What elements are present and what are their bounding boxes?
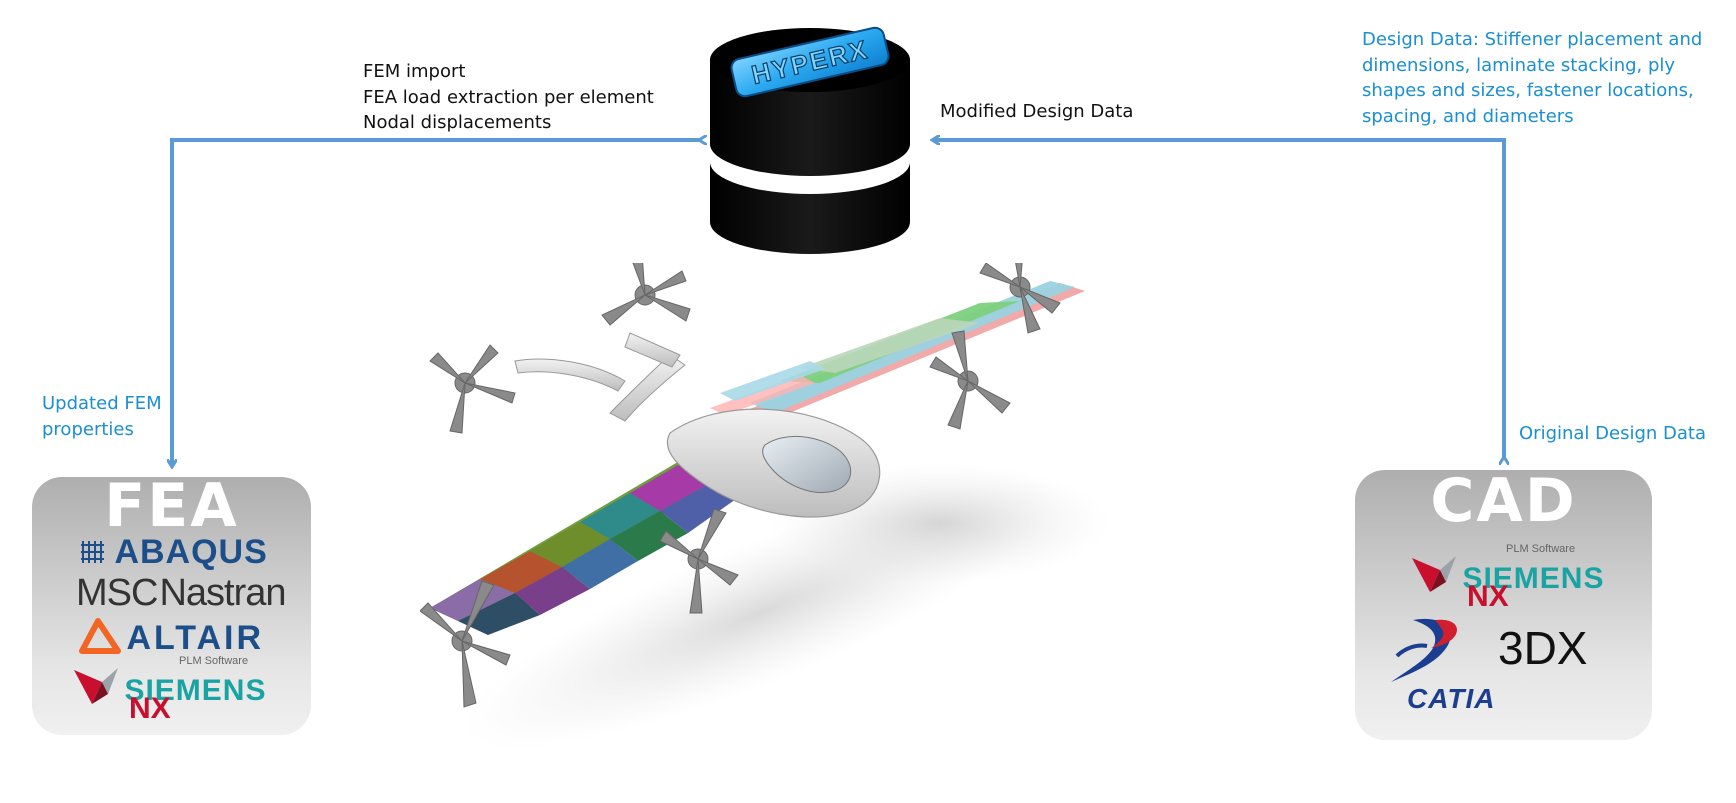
rotor — [420, 263, 1061, 708]
fea-siemens-text: SIEMENS — [124, 674, 267, 707]
threedx-text: 3DX — [1498, 622, 1588, 674]
patch-wing — [430, 443, 765, 635]
arrow-cad-to-db — [933, 140, 1504, 458]
original-design-data-label: Original Design Data — [1519, 423, 1707, 444]
ply-stack — [710, 281, 1085, 423]
fea-title: FEA — [104, 477, 239, 541]
cad-title: CAD — [1430, 470, 1577, 536]
abaqus-logo: ABAQUS — [80, 533, 268, 572]
updated-fem-line-2: properties — [42, 418, 134, 440]
design-data-line-3: shapes and sizes, fastener locations, — [1362, 80, 1694, 101]
nodal-displacement-line: Nodal displacements — [363, 112, 552, 133]
fea-box: FEA ABAQUS MSCNastran ALTAIR PLM Softwar… — [32, 477, 311, 735]
cad-plm-text: PLM Software — [1506, 543, 1576, 555]
catia-icon — [1391, 618, 1457, 682]
design-data-label: Design Data: Stiffener placement and dim… — [1362, 27, 1702, 129]
siemens-icon — [1412, 556, 1456, 592]
msc-nastran-logo: MSCNastran — [76, 572, 287, 615]
altair-text: ALTAIR — [126, 619, 265, 657]
nastran-text: Nastran — [159, 572, 286, 614]
fea-plm-text: PLM Software — [179, 655, 249, 667]
altair-icon — [79, 618, 121, 654]
abaqus-icon — [81, 541, 104, 563]
altair-logo: ALTAIR — [78, 617, 264, 658]
cad-siemens-logo: SIEMENS — [1410, 552, 1604, 596]
msc-text: MSC — [76, 572, 158, 614]
fea-nx-text: NX — [129, 692, 171, 725]
modified-design-data-label: Modified Design Data — [940, 101, 1134, 122]
abaqus-text: ABAQUS — [114, 533, 268, 571]
catia-text: CATIA — [1407, 683, 1496, 714]
aircraft-illustration — [420, 263, 1110, 750]
arrow-db-to-fea — [172, 140, 700, 466]
siemens-icon — [74, 668, 118, 704]
cad-nx-text: NX — [1467, 580, 1509, 613]
fem-import-label: FEM import FEA load extraction per eleme… — [363, 59, 654, 136]
fea-siemens-logo: SIEMENS — [72, 664, 266, 708]
cad-siemens-text: SIEMENS — [1462, 562, 1605, 595]
design-data-line-2: dimensions, laminate stacking, ply — [1362, 54, 1676, 76]
updated-fem-label: Updated FEM properties — [42, 391, 162, 442]
database-icon: HYPERX — [710, 26, 910, 254]
load-extraction-line: FEA load extraction per element — [363, 86, 654, 108]
design-data-line-4: spacing, and diameters — [1362, 105, 1574, 127]
design-data-line-1: Design Data: Stiffener placement and — [1362, 29, 1703, 50]
fem-import-line: FEM import — [363, 61, 466, 82]
cad-box: CAD PLM Software SIEMENS NX 3DX CATIA — [1355, 470, 1652, 740]
updated-fem-line-1: Updated FEM — [42, 393, 162, 414]
